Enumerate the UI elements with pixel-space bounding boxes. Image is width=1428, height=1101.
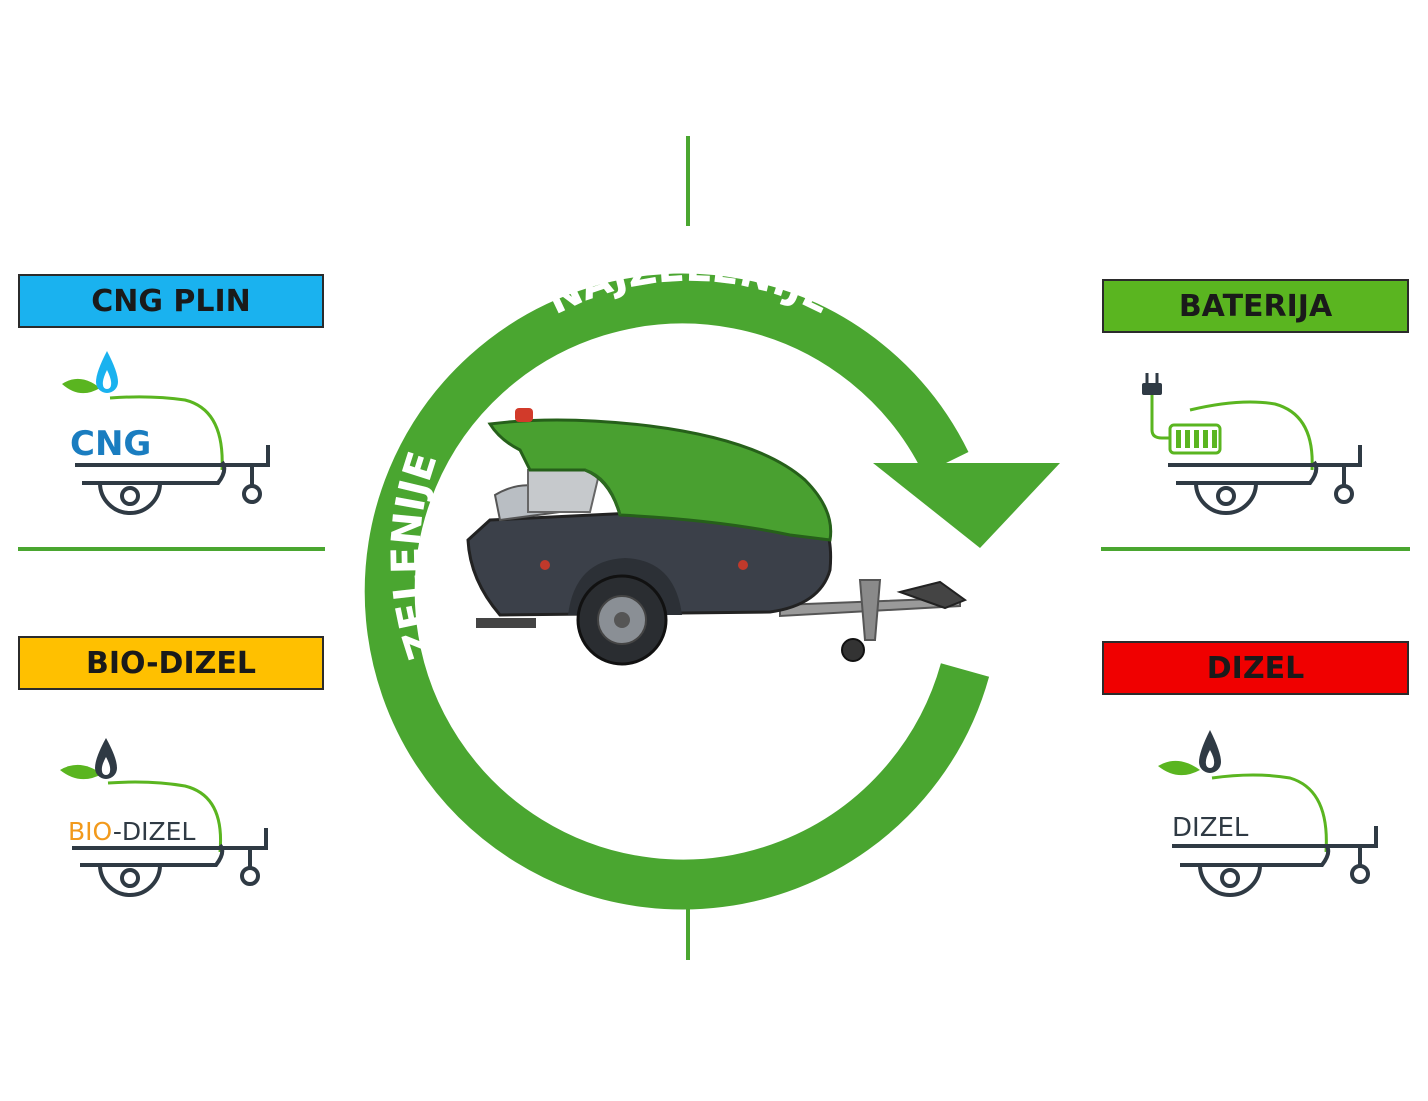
dizel-logo: DIZEL [1158, 730, 1378, 897]
bio-dizel-label: BIO-DIZEL [18, 636, 324, 690]
green-cycle-arrow [364, 273, 1060, 910]
baterija-logo [1142, 373, 1362, 515]
axis-bottom-line [686, 868, 690, 960]
plug-icon [1142, 373, 1170, 440]
baterija-label: BATERIJA [1102, 279, 1409, 333]
cng-plin-label: CNG PLIN [18, 274, 324, 328]
leaf-icon [60, 764, 102, 780]
axis-top-line [686, 136, 690, 226]
divider-right [1101, 547, 1410, 551]
svg-text:BIO-DIZEL: BIO-DIZEL [68, 817, 195, 846]
divider-left [18, 547, 325, 551]
bio-dizel-logo: BIO-DIZEL [60, 738, 268, 897]
trailer-illustration [466, 408, 968, 666]
svg-text:DIZEL: DIZEL [1172, 813, 1249, 843]
leaf-icon [1158, 760, 1200, 776]
battery-icon [1168, 423, 1222, 455]
dizel-label: DIZEL [1102, 641, 1409, 695]
svg-text:CNG: CNG [70, 424, 151, 464]
cng-logo: CNG [62, 351, 270, 515]
leaf-icon [62, 378, 100, 394]
